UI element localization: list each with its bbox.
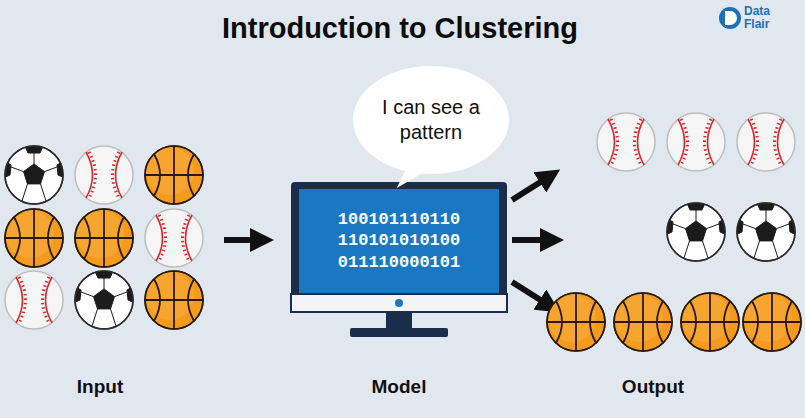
logo-text: Data Flair (744, 5, 784, 30)
section-label: Model (372, 377, 427, 397)
bubble-outline (353, 66, 509, 174)
binary-code: 100101110110 110101010100 011110000101 (333, 209, 466, 273)
logo-icon (719, 7, 741, 29)
monitor-screen: 100101110110 110101010100 011110000101 (299, 189, 499, 293)
speech-bubble: I can see a pattern (353, 66, 509, 174)
title: Introduction to Clustering (222, 12, 578, 45)
monitor (291, 182, 507, 337)
output-balls (547, 113, 804, 351)
section-label: Input (77, 377, 123, 397)
input-balls (0, 137, 203, 340)
bubble-text: I can see a pattern (375, 95, 487, 145)
section-label: Output (622, 377, 684, 397)
